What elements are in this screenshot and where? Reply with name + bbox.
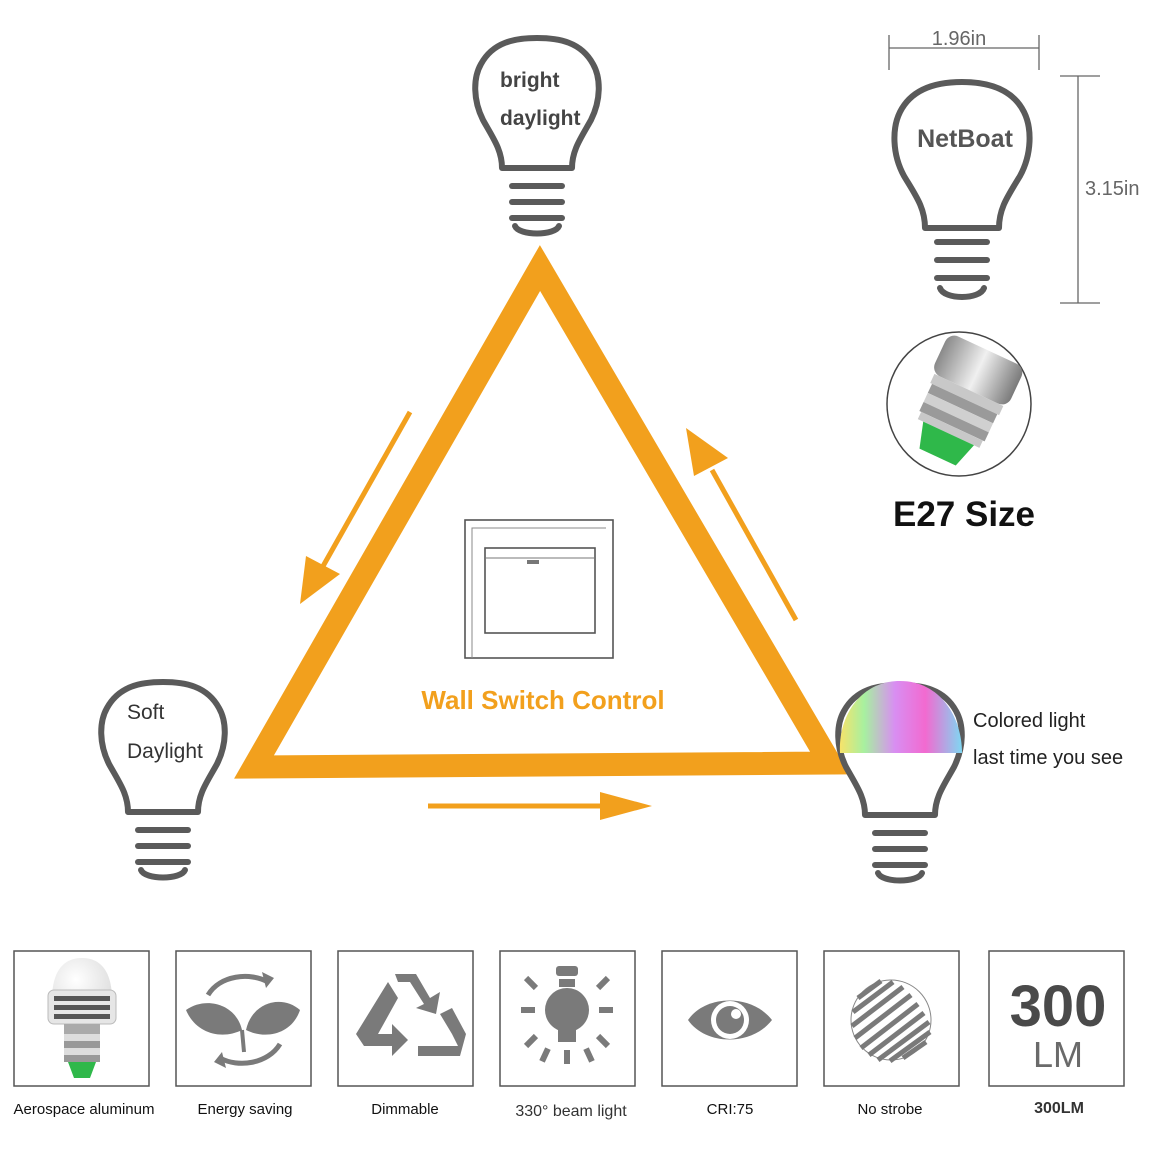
striped-circle-icon [850,978,932,1064]
width-dimension-line [888,35,1040,70]
bulb-top-label-line2: daylight [500,107,581,130]
feature-box-dimmable [337,950,474,1087]
bulb-colored-light-icon [835,681,965,884]
bulb-photo-icon [47,958,117,1078]
feature-box-no-strobe [823,950,960,1087]
bulb-left-label-line2: Daylight [127,740,203,763]
switch-triangle [234,245,850,779]
feature-label-energy: Energy saving [197,1101,292,1118]
bulb-right-label-line2: last time you see [973,747,1123,769]
bulb-dimension-icon [891,79,1033,300]
feature-label-lumens: 300LM [1034,1100,1084,1117]
arrow-up-left-icon [686,428,799,622]
feature-label-no-strobe: No strobe [857,1101,922,1118]
recycle-triangle-icon [356,974,466,1056]
bulb-left-label-line1: Soft [127,701,165,724]
width-value: 1.96in [932,28,987,50]
feature-box-aerospace [13,950,150,1087]
feature-label-cri: CRI:75 [707,1101,754,1118]
feature-box-energy [175,950,312,1087]
eye-icon [688,1000,772,1040]
switch-label: Wall Switch Control [421,685,664,715]
feature-label-dimmable: Dimmable [371,1101,439,1118]
feature-box-lumens: 300 LM [988,950,1125,1087]
wall-switch-icon [464,519,614,659]
lumen-big-value: 300 [1010,974,1107,1039]
feature-label-aerospace: Aerospace aluminum [14,1101,155,1118]
height-dimension-line [1060,75,1100,304]
feature-box-beam [499,950,636,1087]
arrow-down-left-icon [300,410,413,604]
height-value: 3.15in [1085,178,1140,200]
base-size-label: E27 Size [893,495,1035,534]
brand-name: NetBoat [917,125,1014,153]
leaf-recycle-icon [186,972,300,1068]
bulb-soft-daylight-icon [98,679,228,881]
lumen-big-unit: LM [1033,1034,1083,1075]
e27-base-photo [886,331,1032,477]
bulb-bright-daylight-icon [472,35,602,237]
bulb-top-label-line1: bright [500,69,559,92]
feature-label-beam: 330° beam light [515,1103,627,1120]
bulb-right-label-line1: Colored light [973,710,1086,732]
feature-box-cri [661,950,798,1087]
beam-bulb-icon [521,966,613,1064]
arrow-right-icon [428,792,652,820]
